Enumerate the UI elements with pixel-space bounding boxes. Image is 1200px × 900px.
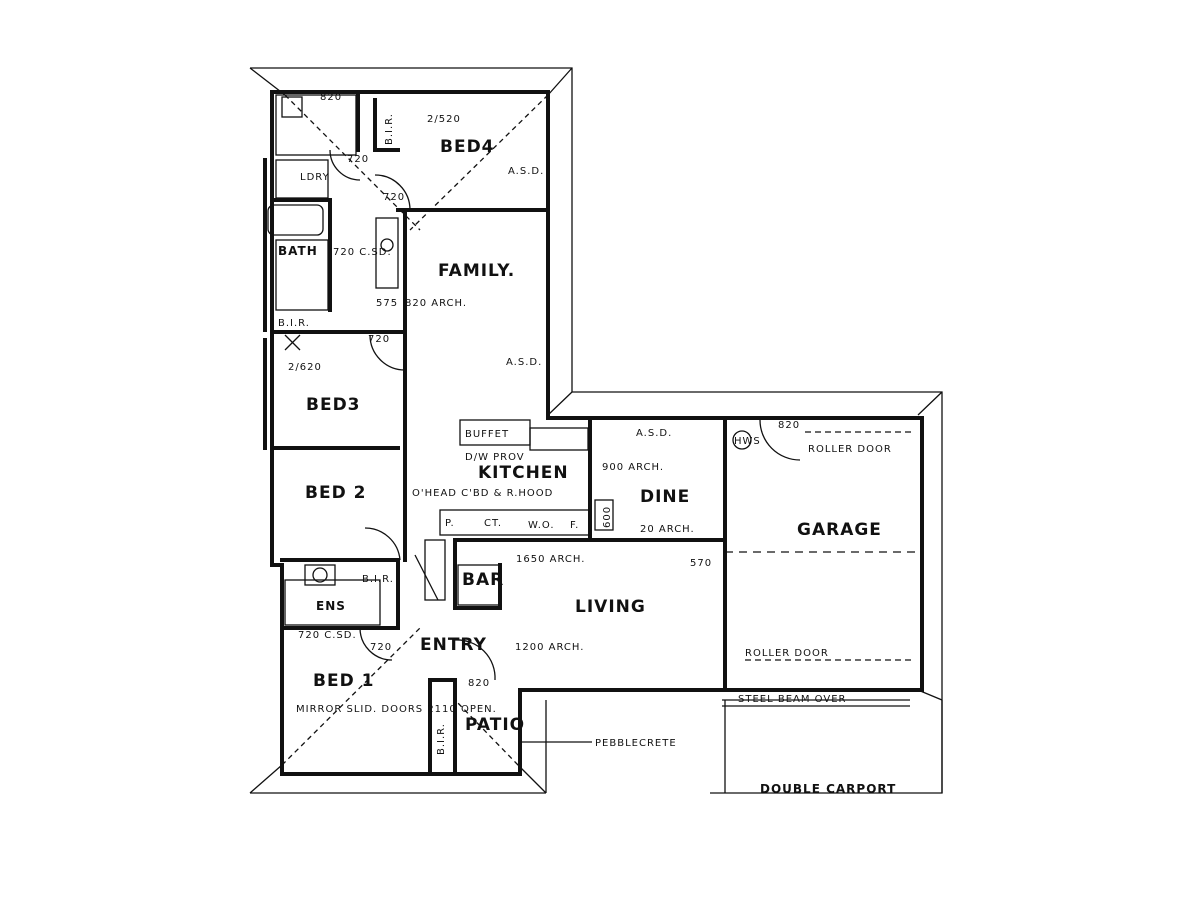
- dim-900-arch: 900 ARCH.: [602, 462, 664, 473]
- room-label-living: LIVING: [575, 597, 646, 617]
- dim-720-a: 720: [347, 154, 369, 165]
- dimensions: 820 2/520 720 720 720 C.SD. 575 820 ARCH…: [288, 92, 800, 689]
- roof-outline: [249, 67, 943, 794]
- room-label-bath: BATH: [278, 244, 318, 258]
- label-pantry: P.: [445, 518, 455, 529]
- external-walls: [263, 90, 924, 776]
- dim-820-top: 820: [320, 92, 342, 103]
- label-overhead-cupboards: O'HEAD C'BD & R.HOOD: [412, 488, 553, 499]
- label-steel-beam: STEEL BEAM OVER: [738, 694, 846, 705]
- dim-600: 600: [602, 506, 613, 528]
- label-pebblecrete: PEBBLECRETE: [595, 738, 677, 749]
- label-mirror-doors: MIRROR SLID. DOORS 2110 OPEN.: [296, 704, 497, 715]
- label-bir-bed1: B.I.R.: [436, 723, 447, 755]
- dim-1650-arch: 1650 ARCH.: [516, 554, 585, 565]
- label-asd-bed4: A.S.D.: [508, 166, 544, 177]
- room-labels: BED4 FAMILY. BATH BED3 BED 2 BED 1 KITCH…: [278, 137, 896, 796]
- label-buffet: BUFFET: [465, 429, 509, 440]
- room-label-dine: DINE: [640, 487, 690, 507]
- label-dw-prov: D/W PROV: [465, 452, 525, 463]
- tile-hatch: [275, 94, 381, 626]
- dim-720-csd-bed1: 720 C.SD.: [298, 630, 357, 641]
- dim-570: 570: [690, 558, 712, 569]
- label-asd-dine: A.S.D.: [636, 428, 672, 439]
- label-roller-door-bottom: ROLLER DOOR: [745, 648, 829, 659]
- label-cooktop: CT.: [484, 518, 502, 529]
- room-label-ens: ENS: [316, 599, 346, 613]
- room-label-patio: PATIO: [465, 715, 525, 735]
- room-label-ldry: LDRY: [300, 172, 330, 183]
- room-label-garage: GARAGE: [797, 520, 882, 540]
- dim-575: 575: [376, 298, 398, 309]
- dim-2520: 2/520: [427, 114, 461, 125]
- dim-720-csd-bath: 720 C.SD.: [333, 247, 392, 258]
- room-label-bed3: BED3: [306, 395, 361, 415]
- label-bir-bed3: B.I.R.: [278, 318, 310, 329]
- dim-820-arch: 820 ARCH.: [405, 298, 467, 309]
- label-roller-door-top: ROLLER DOOR: [808, 444, 892, 455]
- room-label-bed1: BED 1: [313, 671, 374, 691]
- dim-720-c: 720: [368, 334, 390, 345]
- roof-hip-lines: [281, 94, 922, 766]
- label-bir-bed4: B.I.R.: [384, 113, 395, 145]
- dim-720-bed4-door: 720: [383, 192, 405, 203]
- room-label-bed2: BED 2: [305, 483, 366, 503]
- door-swings: [284, 149, 801, 681]
- dim-820-patio: 820: [468, 678, 490, 689]
- label-fridge: F.: [570, 520, 579, 531]
- fixtures: [267, 96, 915, 707]
- label-hws: HWS: [734, 436, 761, 447]
- label-bir-bed2: B.I.R.: [362, 574, 394, 585]
- dim-2620: 2/620: [288, 362, 322, 373]
- annotations: B.I.R. B.I.R. B.I.R. B.I.R. A.S.D. A.S.D…: [278, 113, 892, 755]
- room-label-family: FAMILY.: [438, 261, 515, 281]
- room-label-kitchen: KITCHEN: [478, 463, 569, 483]
- room-label-bar: BAR: [462, 570, 504, 590]
- room-label-bed4: BED4: [440, 137, 495, 157]
- dim-820-garage: 820: [778, 420, 800, 431]
- label-wall-oven: W.O.: [528, 520, 555, 531]
- dim-20-arch: 20 ARCH.: [640, 524, 695, 535]
- room-label-double-carport: DOUBLE CARPORT: [760, 782, 896, 796]
- label-asd-family: A.S.D.: [506, 357, 542, 368]
- dim-720-entry: 720: [370, 642, 392, 653]
- room-label-entry: ENTRY: [420, 635, 487, 655]
- dim-1200-arch: 1200 ARCH.: [515, 642, 584, 653]
